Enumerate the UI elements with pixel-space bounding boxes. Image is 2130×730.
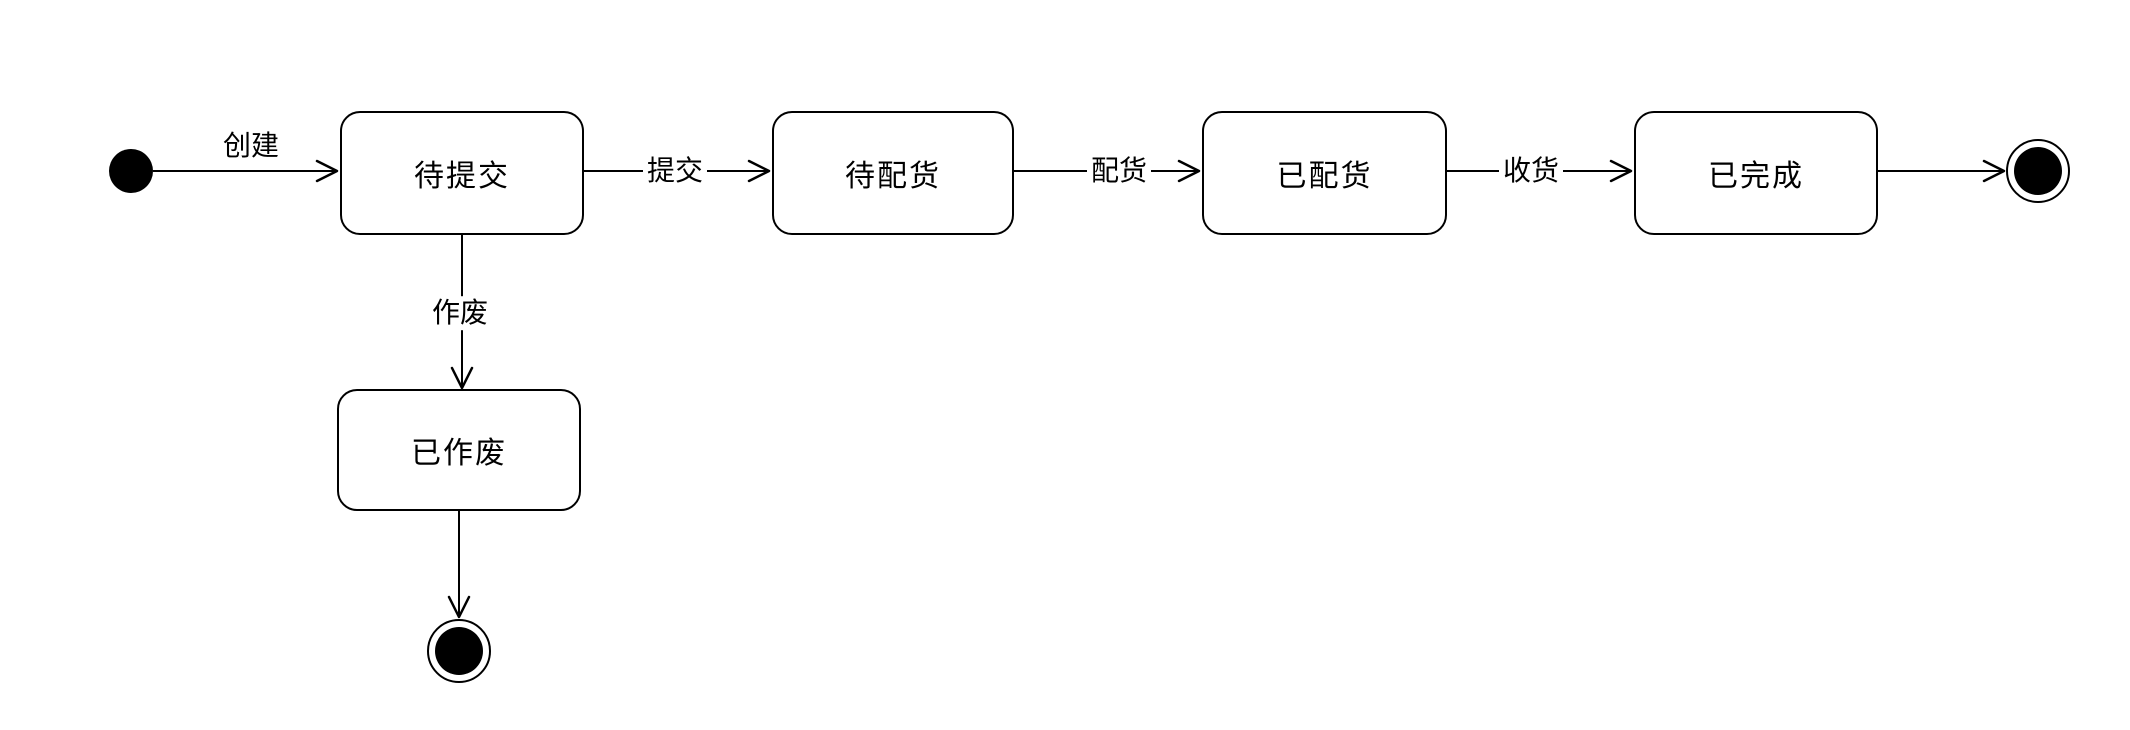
final-state-inner-dot [2014,147,2062,195]
transition-label-create: 创建 [222,130,280,162]
state-completed: 已完成 [1634,111,1878,235]
state-pending-submit: 待提交 [340,111,584,235]
transition-label-receive: 收货 [1498,154,1564,188]
final-state-bottom [427,619,491,683]
state-label: 待提交 [414,160,510,193]
state-label: 已完成 [1708,160,1804,193]
state-allocated: 已配货 [1202,111,1447,235]
transition-label-allocate: 配货 [1086,154,1152,188]
final-state-inner-dot [435,627,483,675]
transition-label-submit: 提交 [642,154,708,188]
state-pending-allocate: 待配货 [772,111,1014,235]
state-label: 已作废 [411,437,507,470]
state-label: 已配货 [1276,160,1373,193]
state-label: 待配货 [845,160,941,193]
final-state-right [2006,139,2070,203]
state-voided: 已作废 [337,389,581,511]
transition-label-void: 作废 [427,296,493,330]
initial-state-dot [109,149,153,193]
